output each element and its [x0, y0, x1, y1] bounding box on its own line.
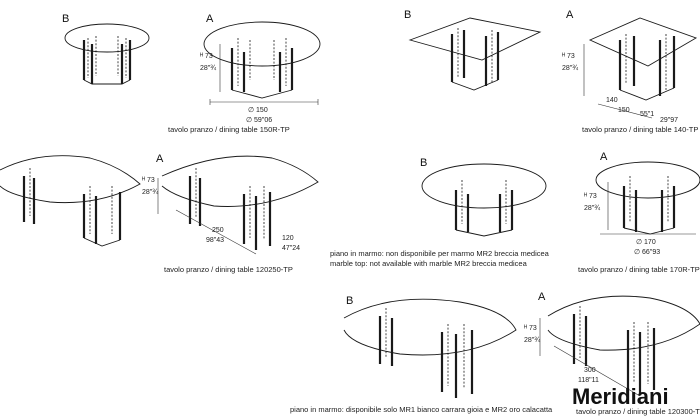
- dim-width: 120: [282, 235, 294, 242]
- dim-length: 140: [606, 97, 618, 104]
- view-label-a: A: [538, 291, 546, 303]
- brand-logo: Meridiani: [572, 384, 669, 409]
- dim-height-in: 28"¾: [142, 189, 158, 196]
- view-label-a: A: [600, 151, 608, 163]
- dim-height-in: 28"¾: [562, 65, 578, 72]
- view-label-b: B: [346, 295, 353, 307]
- dim-length-in: 118"11: [578, 377, 599, 384]
- marble-note-availability: piano in marmo: disponibile solo MR1 bia…: [290, 405, 553, 414]
- view-label-a: A: [206, 13, 214, 25]
- panel-140: B A 140 150 55"1 29"97 ᴴ 73 28"¾ tavolo …: [404, 9, 698, 134]
- caption-150r: tavolo pranzo / dining table 150R-TP: [168, 125, 290, 134]
- panel-150r: B A ∅ 150 ∅ 59"06 ᴴ 73 28"¾ tavolo pranz…: [62, 13, 321, 134]
- dim-length: 300: [584, 367, 596, 374]
- caption-170r: tavolo pranzo / dining table 170R-TP: [578, 265, 700, 274]
- dim-length: 250: [212, 227, 224, 234]
- table-140-view-a: [583, 17, 698, 119]
- marble-note-en: marble top: not available with marble MR…: [330, 259, 528, 268]
- panel-170r: B A ∅ 170 ∅ 66"93 ᴴ 73 28"¾ tavolo pranz…: [420, 151, 700, 274]
- dim-height-in: 28"¾: [200, 65, 216, 72]
- table-140-view-b: [408, 17, 542, 91]
- view-label-a: A: [156, 153, 164, 165]
- table-120250-view-a: [157, 155, 319, 255]
- panel-120250: A 250 98"43 120 47"24 ᴴ 73 28"¾ tavolo p…: [0, 153, 319, 274]
- table-120250-view-b: [0, 155, 141, 247]
- caption-120250: tavolo pranzo / dining table 120250-TP: [164, 265, 293, 274]
- table-170r-view-a: [595, 161, 700, 235]
- dim-height: ᴴ 73: [524, 325, 537, 332]
- table-150r-view-b: [64, 23, 150, 85]
- dim-width-in: 29"97: [660, 117, 678, 124]
- table-120300-view-a: [539, 295, 700, 397]
- table-170r-view-b: [421, 163, 547, 237]
- table-120300-view-b: [343, 298, 517, 398]
- dim-height-in: 28"¾: [524, 337, 540, 344]
- dim-height-in: 28"¾: [584, 205, 600, 212]
- dim-diameter-in: ∅ 66"93: [634, 249, 660, 256]
- dim-height: ᴴ 73: [200, 53, 213, 60]
- view-label-a: A: [566, 9, 574, 21]
- dim-diameter-in: ∅ 59"06: [246, 117, 272, 124]
- dim-diameter: ∅ 150: [248, 107, 268, 114]
- view-label-b: B: [420, 157, 427, 169]
- caption-120300: tavolo pranzo / dining table 120300-TP: [576, 407, 700, 416]
- dim-length-in: 55"1: [640, 111, 654, 118]
- view-label-b: B: [404, 9, 411, 21]
- marble-note-it: piano in marmo: non disponibile per marm…: [330, 249, 550, 258]
- table-150r-view-a: [203, 21, 321, 105]
- dim-height: ᴴ 73: [562, 53, 575, 60]
- view-label-b: B: [62, 13, 69, 25]
- caption-140: tavolo pranzo / dining table 140-TP: [582, 125, 698, 134]
- dim-diameter: ∅ 170: [636, 239, 656, 246]
- panel-120300: B A 300 118"11 ᴴ 73 28"¾ tavolo pranzo /…: [343, 291, 700, 416]
- dim-height: ᴴ 73: [584, 193, 597, 200]
- dim-length-in: 98"43: [206, 237, 224, 244]
- dim-width-in: 47"24: [282, 245, 300, 252]
- dim-width: 150: [618, 107, 630, 114]
- dim-height: ᴴ 73: [142, 177, 155, 184]
